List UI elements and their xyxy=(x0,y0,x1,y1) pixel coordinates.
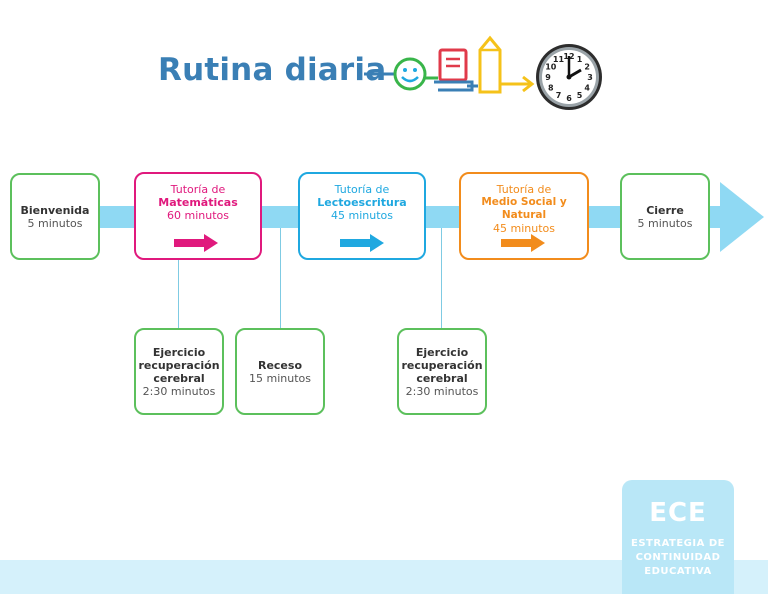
step-receso: Receso 15 minutos xyxy=(235,328,325,415)
connector-line xyxy=(441,228,442,330)
title-decoration xyxy=(364,35,535,94)
step-duration: 2:30 minutos xyxy=(405,384,479,398)
step-prefix: Tutoría de xyxy=(170,183,226,196)
step-label: cerebral xyxy=(416,371,468,385)
book-icon xyxy=(434,48,474,92)
clock-number: 6 xyxy=(566,94,572,103)
clock-number: 7 xyxy=(556,91,562,100)
pencil-icon xyxy=(478,35,502,94)
step-prefix: Tutoría de xyxy=(334,183,390,196)
step-matematicas: Tutoría de Matemáticas 60 minutos xyxy=(134,172,262,260)
clock-number: 10 xyxy=(545,63,557,72)
step-label: recuperación xyxy=(401,358,483,372)
step-label: Medio Social y Natural xyxy=(481,196,567,221)
smiley-icon xyxy=(393,57,427,91)
clock-number: 5 xyxy=(577,91,583,100)
step-label: Matemáticas xyxy=(158,196,238,209)
clock-icon: 121234567891011 xyxy=(536,44,602,110)
page-title: Rutina diaria xyxy=(158,52,387,88)
step-duration: 45 minutos xyxy=(331,209,393,222)
connector-line xyxy=(280,228,281,330)
step-duration: 60 minutos xyxy=(167,209,229,222)
arrow-right-icon xyxy=(500,75,535,93)
step-ejercicio-1: Ejercicio recuperación cerebral 2:30 min… xyxy=(134,328,224,415)
step-duration: 5 minutos xyxy=(637,216,693,230)
arrow-right-icon xyxy=(174,234,218,252)
step-label: recuperación xyxy=(138,358,220,372)
step-bienvenida: Bienvenida 5 minutos xyxy=(10,173,100,260)
clock-number: 2 xyxy=(584,63,590,72)
step-lectoescritura: Tutoría de Lectoescritura 45 minutos xyxy=(298,172,426,260)
logo-mark: ECE xyxy=(649,498,707,528)
step-duration: 5 minutos xyxy=(27,216,83,230)
timeline-arrowhead-icon xyxy=(720,182,764,252)
step-cierre: Cierre 5 minutos xyxy=(620,173,710,260)
ece-logo: ECE ESTRATEGIA DE CONTINUIDAD EDUCATIVA xyxy=(622,480,734,594)
step-label: Lectoescritura xyxy=(317,196,407,209)
step-duration: 45 minutos xyxy=(493,222,555,235)
step-label: Bienvenida xyxy=(20,203,90,217)
logo-line: EDUCATIVA xyxy=(644,566,712,577)
clock-number: 9 xyxy=(545,73,551,82)
step-label: cerebral xyxy=(153,371,205,385)
step-prefix: Tutoría de xyxy=(496,183,552,196)
step-label: Ejercicio xyxy=(415,345,469,359)
clock-number: 4 xyxy=(584,84,590,93)
step-medio-social: Tutoría de Medio Social y Natural 45 min… xyxy=(459,172,589,260)
step-label: Cierre xyxy=(646,203,684,217)
clock-number: 1 xyxy=(577,55,583,64)
step-label: Ejercicio xyxy=(152,345,206,359)
step-duration: 2:30 minutos xyxy=(142,384,216,398)
connector-line xyxy=(178,258,179,330)
logo-line: CONTINUIDAD xyxy=(635,552,721,563)
clock-number: 3 xyxy=(587,73,593,82)
step-label: Receso xyxy=(257,358,303,372)
logo-line: ESTRATEGIA DE xyxy=(631,538,725,549)
step-duration: 15 minutos xyxy=(249,371,311,385)
clock-number: 8 xyxy=(548,84,554,93)
clock-number: 11 xyxy=(553,55,565,64)
arrow-right-icon xyxy=(340,234,384,252)
step-ejercicio-2: Ejercicio recuperación cerebral 2:30 min… xyxy=(397,328,487,415)
arrow-right-icon xyxy=(501,234,545,252)
